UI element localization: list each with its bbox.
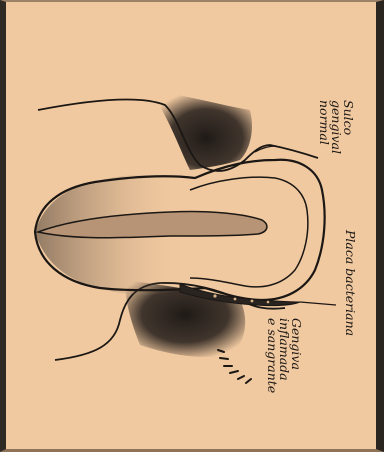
tooth-diagram-figure: Sulco gengival normal Placa bacteriana G… [0,0,384,452]
image-frame-border [0,0,384,452]
